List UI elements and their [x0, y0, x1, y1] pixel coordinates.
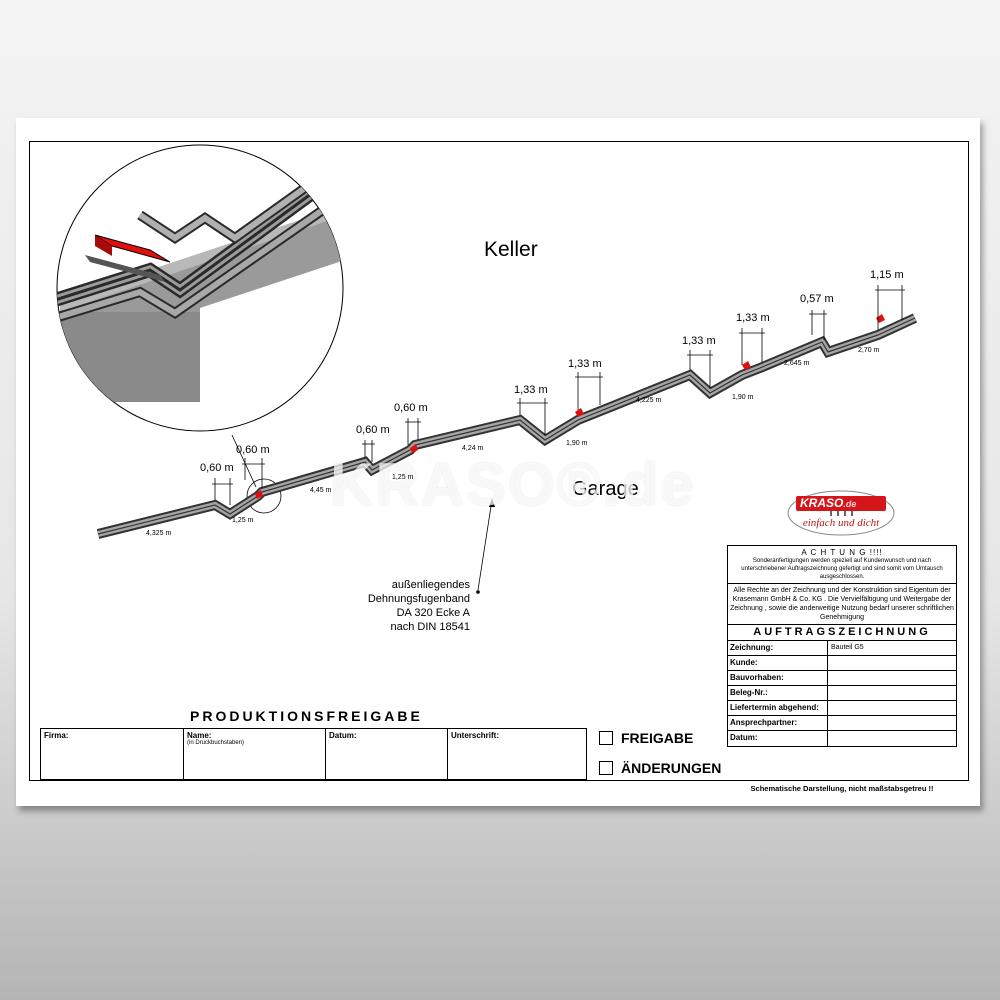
order-drawing-heading: AUFTRAGSZEICHNUNG — [728, 625, 956, 641]
production-release-table: Firma: Name:(in Druckbuchstaben) Datum: … — [40, 728, 587, 780]
room-label-garage: Garage — [572, 478, 639, 500]
field-hint: (in Druckbuchstaben) — [187, 740, 245, 746]
segment-length: 4,325 m — [146, 530, 172, 537]
segment-length: 1,90 m — [566, 440, 588, 447]
schematic-note: Schematische Darstellung, nicht maßstabs… — [750, 784, 934, 793]
kraso-logo: KRASO.de einfach und dicht — [786, 490, 896, 536]
field-label: Datum: — [329, 731, 357, 740]
annotation-line-3: DA 320 Ecke A — [396, 607, 470, 619]
title-block: A C H T U N G !!!! Sonderanfertigungen w… — [727, 545, 957, 747]
annotation-line-4: nach DIN 18541 — [390, 621, 471, 633]
rights-text: Alle Rechte an der Zeichnung und der Kon… — [728, 584, 956, 625]
room-label-keller: Keller — [484, 238, 538, 261]
logo-slogan: einfach und dicht — [802, 517, 880, 529]
title-row-bauvorhaben: Bauvorhaben: — [728, 671, 956, 686]
field-firma[interactable]: Firma: — [41, 729, 184, 779]
title-row-ansprechpartner: Ansprechpartner: — [728, 716, 956, 731]
segment-length: 4,24 m — [462, 445, 484, 452]
dimension-label: 0,60 m — [356, 424, 390, 436]
dimension-markers — [212, 285, 905, 505]
title-row-kunde: Kunde: — [728, 656, 956, 671]
title-row-liefertermin: Liefertermin abgehend: — [728, 701, 956, 716]
dimension-label: 0,60 m — [236, 444, 270, 456]
detail-target-circle — [246, 478, 282, 514]
achtung-text: Sonderanfertigungen werden speziell auf … — [741, 558, 943, 580]
segment-length: 1,90 m — [732, 394, 754, 401]
title-row-zeichnung: Zeichnung:Bauteil G5 — [728, 641, 956, 656]
dimension-label: 1,15 m — [870, 269, 904, 281]
dimension-label: 0,57 m — [800, 293, 834, 305]
segment-length: 1,25 m — [232, 517, 254, 524]
drawing-frame — [29, 141, 969, 781]
achtung-heading: A C H T U N G !!!! — [801, 548, 883, 557]
checkbox-square[interactable] — [599, 761, 613, 775]
checkbox-freigabe[interactable]: FREIGABE — [599, 730, 693, 746]
logo-tld: .de — [843, 499, 857, 509]
field-label: Unterschrift: — [451, 731, 500, 740]
annotation-line-1: außenliegendes — [391, 579, 470, 591]
field-name[interactable]: Name:(in Druckbuchstaben) — [184, 729, 326, 779]
title-row-beleg: Beleg-Nr.: — [728, 686, 956, 701]
dimension-label: 1,33 m — [514, 384, 548, 396]
title-row-datum: Datum: — [728, 731, 956, 746]
segment-length: 2,645 m — [784, 360, 810, 367]
field-datum[interactable]: Datum: — [326, 729, 448, 779]
detail-magnifier — [56, 144, 344, 432]
logo-brand: KRASO — [800, 496, 844, 510]
field-label: Name: — [187, 731, 212, 740]
achtung-section: A C H T U N G !!!! Sonderanfertigungen w… — [728, 546, 956, 584]
detail-leader — [231, 434, 257, 488]
production-release-title: PRODUKTIONSFREIGABE — [190, 708, 423, 724]
watermark: KRASO®.de — [330, 451, 696, 518]
band-path — [96, 313, 918, 539]
dimension-label: 0,60 m — [200, 462, 234, 474]
checkbox-label: ÄNDERUNGEN — [621, 760, 722, 776]
field-label: Firma: — [44, 731, 69, 740]
field-unterschrift[interactable]: Unterschrift: — [448, 729, 586, 779]
checkbox-aenderungen[interactable]: ÄNDERUNGEN — [599, 760, 721, 776]
checkbox-square[interactable] — [599, 731, 613, 745]
checkbox-label: FREIGABE — [621, 730, 694, 746]
annotation-leader — [477, 499, 493, 591]
dimension-label: 0,60 m — [394, 402, 428, 414]
segment-length: 1,25 m — [392, 474, 414, 481]
annotation-line-2: Dehnungsfugenband — [367, 593, 470, 605]
segment-length: 4,225 m — [636, 397, 662, 404]
segment-length: 2,70 m — [858, 347, 880, 354]
annotation-text: außenliegendes Dehnungsfugenband DA 320 … — [360, 578, 470, 634]
segment-length: 4,45 m — [310, 487, 332, 494]
dimension-label: 1,33 m — [568, 358, 602, 370]
dimension-label: 1,33 m — [682, 335, 716, 347]
dimension-label: 1,33 m — [736, 312, 770, 324]
